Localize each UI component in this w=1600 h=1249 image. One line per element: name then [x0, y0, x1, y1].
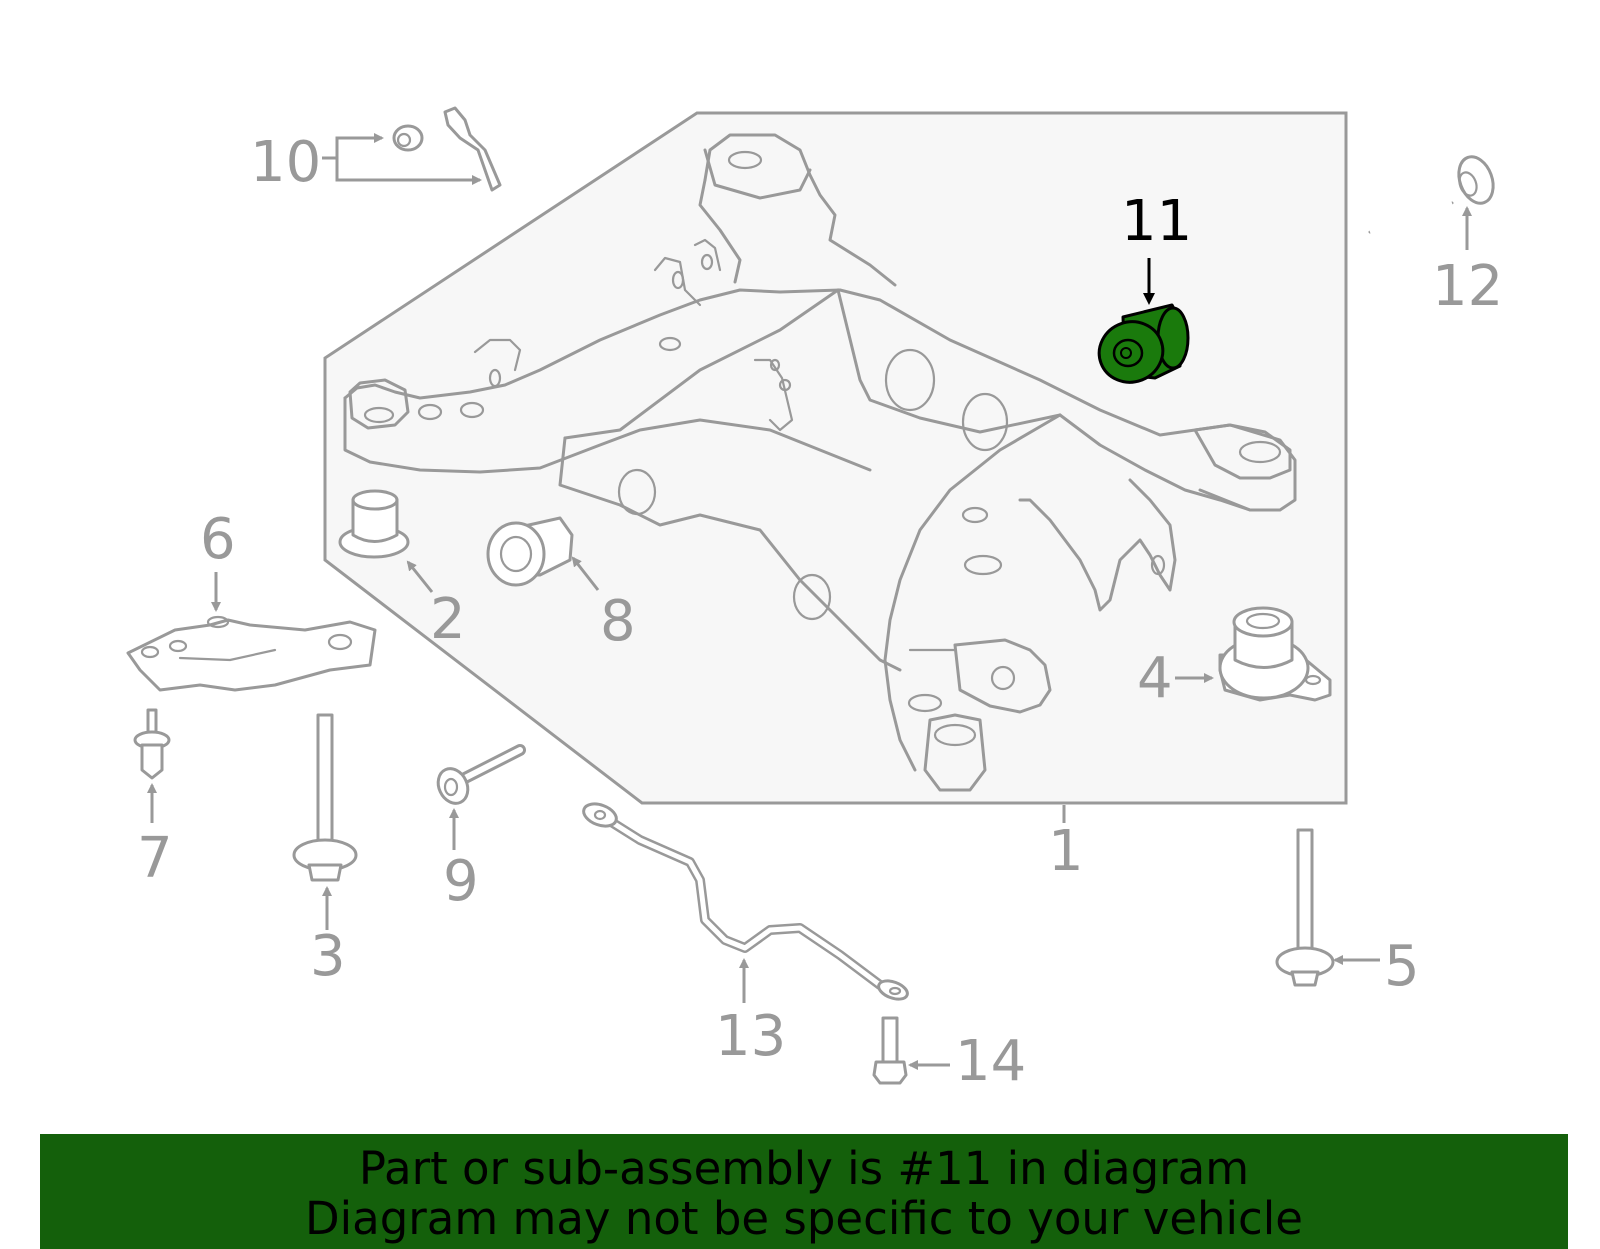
callout-9: 9	[443, 849, 479, 914]
leader-arrows	[147, 133, 1472, 1070]
part-3-bolt[interactable]	[292, 713, 358, 882]
part-11-bushing-highlighted[interactable]	[1091, 303, 1190, 391]
info-banner: Part or sub-assembly is #11 in diagram D…	[40, 1134, 1568, 1249]
parts-diagram: 10 11 12 6 2 8 4 7 1 9 3 5 13 14	[126, 106, 1503, 1094]
banner-line-2: Diagram may not be specific to your vehi…	[305, 1192, 1303, 1245]
callout-14: 14	[955, 1029, 1026, 1094]
callout-13: 13	[715, 1004, 786, 1069]
callout-3: 3	[310, 924, 346, 989]
callout-2: 2	[430, 587, 466, 652]
part-10-clip-bracket[interactable]	[392, 106, 502, 192]
part-12-bolt[interactable]	[1368, 152, 1499, 234]
callout-10: 10	[250, 130, 321, 195]
part-4-mount[interactable]	[1218, 606, 1332, 702]
part-13-ground-cable[interactable]	[581, 800, 910, 1003]
subframe-drawing	[343, 133, 1297, 792]
part-14-bolt[interactable]	[872, 1016, 908, 1085]
callout-8: 8	[600, 589, 636, 654]
part-2-bushing[interactable]	[338, 489, 410, 559]
part-8-bushing[interactable]	[486, 516, 574, 587]
callout-4: 4	[1137, 646, 1173, 711]
callout-numbers: 10 11 12 6 2 8 4 7 1 9 3 5 13 14	[137, 130, 1503, 1094]
part-5-bolt[interactable]	[1275, 828, 1335, 987]
callout-6: 6	[200, 507, 236, 572]
part-7-clip[interactable]	[133, 708, 171, 780]
part-6-bracket[interactable]	[126, 615, 377, 692]
callout-1: 1	[1048, 819, 1084, 884]
callout-7: 7	[137, 826, 173, 891]
callout-11: 11	[1121, 189, 1192, 254]
banner-line-1: Part or sub-assembly is #11 in diagram	[358, 1142, 1250, 1195]
part-9-bolt[interactable]	[433, 744, 526, 808]
assembly-panel	[323, 111, 1348, 805]
callout-5: 5	[1384, 934, 1420, 999]
callout-12: 12	[1432, 254, 1503, 319]
